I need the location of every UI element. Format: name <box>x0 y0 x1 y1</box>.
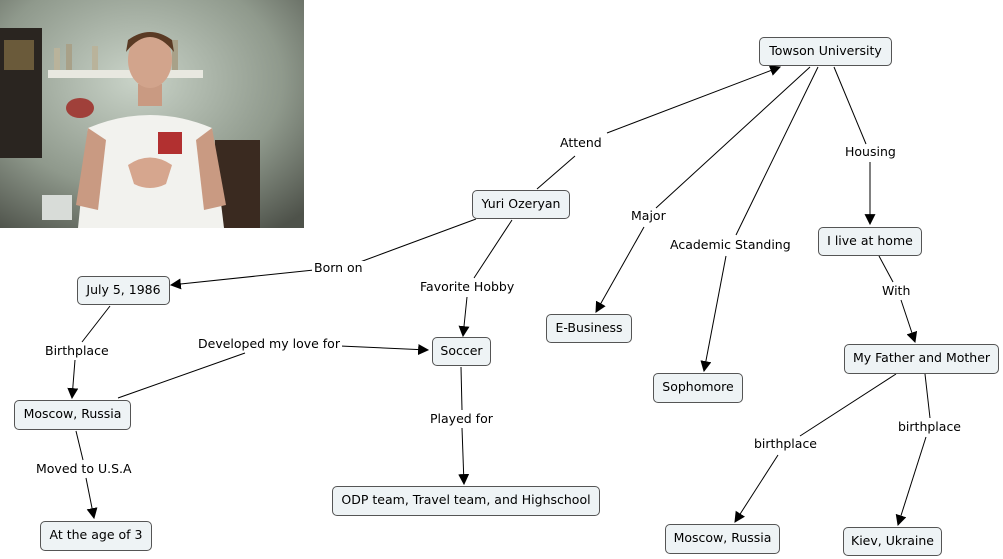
label-attend: Attend <box>558 136 604 150</box>
link-parents-birthplace-right <box>925 374 930 418</box>
label-major: Major <box>629 209 668 223</box>
label-housing: Housing <box>843 145 898 159</box>
label-favorite-hobby: Favorite Hobby <box>418 280 516 294</box>
link-soccer-playedfor <box>461 367 462 410</box>
node-i-live-at-home[interactable]: I live at home <box>818 227 922 256</box>
node-kiev-ukraine[interactable]: Kiev, Ukraine <box>843 527 942 556</box>
link-standing-sophomore <box>704 256 726 371</box>
node-e-business[interactable]: E-Business <box>546 314 632 343</box>
link-birthplace-moscow-right <box>735 455 778 522</box>
link-home-with <box>879 256 893 282</box>
node-my-father-and-mother[interactable]: My Father and Mother <box>844 344 999 374</box>
node-at-the-age-of-3[interactable]: At the age of 3 <box>40 521 152 551</box>
label-with: With <box>880 284 912 298</box>
node-sophomore[interactable]: Sophomore <box>653 373 743 403</box>
label-academic-standing: Academic Standing <box>668 238 793 252</box>
link-towson-housing <box>834 67 866 144</box>
label-born-on: Born on <box>312 261 365 275</box>
node-soccer[interactable]: Soccer <box>432 337 491 366</box>
node-moscow-russia-right[interactable]: Moscow, Russia <box>665 524 780 554</box>
link-towson-major <box>656 67 810 208</box>
link-yuri-attend <box>537 156 575 189</box>
label-played-for: Played for <box>428 412 495 426</box>
link-playedfor-odp <box>462 428 464 484</box>
label-moved-to-usa: Moved to U.S.A <box>34 462 134 476</box>
node-yuri-ozeryan[interactable]: Yuri Ozeryan <box>472 190 570 219</box>
link-moscow-moved <box>76 431 83 460</box>
link-birthplace-kiev <box>898 437 926 525</box>
link-birthplace-moscow <box>72 360 75 398</box>
node-july-5-1986[interactable]: July 5, 1986 <box>77 276 170 305</box>
link-yuri-bornon <box>360 219 476 262</box>
node-towson-university[interactable]: Towson University <box>759 37 892 66</box>
node-moscow-russia-left[interactable]: Moscow, Russia <box>14 400 131 430</box>
label-birthplace-right: birthplace <box>896 420 963 434</box>
label-birthplace-mid: birthplace <box>752 437 819 451</box>
link-major-ebusiness <box>596 227 644 312</box>
link-with-parents <box>901 300 915 342</box>
link-towson-standing <box>736 67 818 235</box>
link-hobby-soccer <box>463 297 467 336</box>
link-yuri-hobby <box>474 220 512 278</box>
label-birthplace-left: Birthplace <box>43 344 111 358</box>
link-parents-birthplace-mid <box>800 374 896 436</box>
link-developed-soccer <box>340 346 428 350</box>
node-odp-team[interactable]: ODP team, Travel team, and Highschool <box>332 486 600 516</box>
label-developed-my-love-for: Developed my love for <box>196 337 342 351</box>
link-moved-age3 <box>86 478 94 518</box>
link-july-birthplace <box>82 306 110 342</box>
link-attend-towson <box>607 67 780 133</box>
link-bornon-july <box>171 270 314 285</box>
link-moscow-developed <box>118 353 245 398</box>
